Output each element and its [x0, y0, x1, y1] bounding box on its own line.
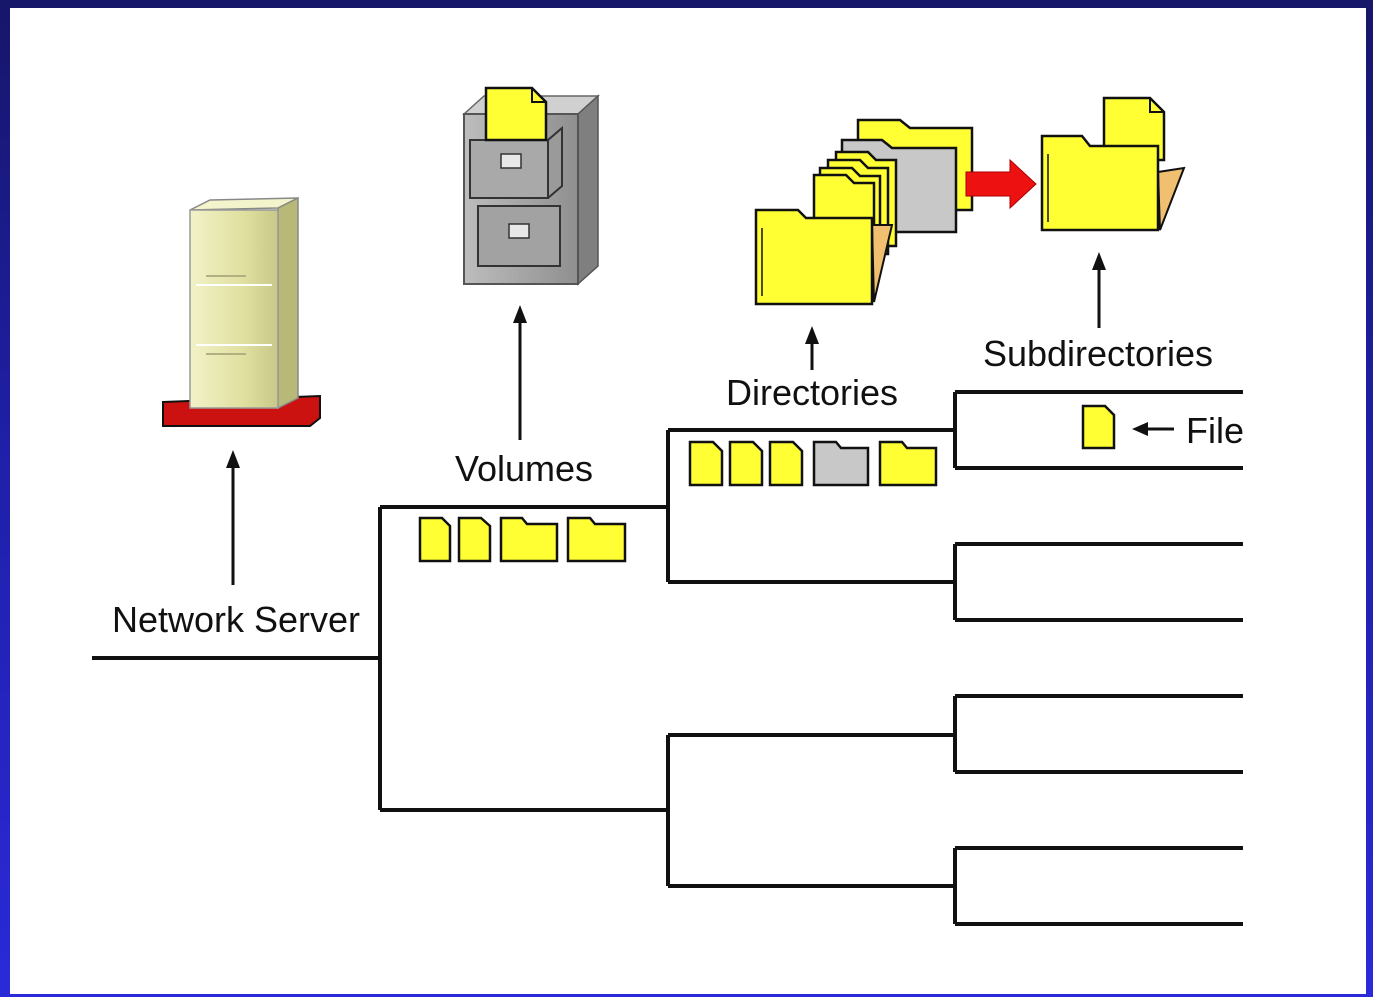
tree-lines	[92, 390, 1243, 926]
folder-icon	[499, 516, 559, 563]
arrow-up-icon	[1092, 252, 1106, 328]
document-icon	[418, 516, 452, 563]
folder-stack-icon	[754, 118, 974, 306]
arrow-up-icon	[513, 305, 527, 440]
document-icon	[1081, 404, 1116, 450]
arrow-up-icon	[805, 326, 819, 370]
file-system-hierarchy-diagram: Network Server Volumes	[92, 86, 1244, 926]
volume-icons	[418, 516, 627, 563]
directory-icons	[688, 440, 938, 487]
file-cabinet-icon	[462, 86, 600, 286]
server-icon	[162, 196, 321, 427]
folder-icon	[566, 516, 627, 563]
document-icon	[768, 440, 804, 487]
document-icon	[688, 440, 724, 487]
document-icon	[457, 516, 492, 563]
subdirectories-label: Subdirectories	[983, 333, 1213, 374]
directories-label: Directories	[726, 372, 898, 413]
arrow-up-icon	[226, 450, 240, 585]
folder-icon	[878, 440, 938, 487]
diagram-panel: Network Server Volumes	[10, 8, 1366, 994]
folder-icon	[812, 440, 870, 487]
arrow-left-icon	[1132, 422, 1174, 436]
network-server-label: Network Server	[112, 599, 360, 640]
subfolder-icon	[1040, 96, 1186, 232]
red-arrow-icon	[965, 158, 1037, 210]
file-label: File	[1186, 410, 1244, 451]
document-icon	[728, 440, 764, 487]
volumes-label: Volumes	[455, 448, 593, 489]
